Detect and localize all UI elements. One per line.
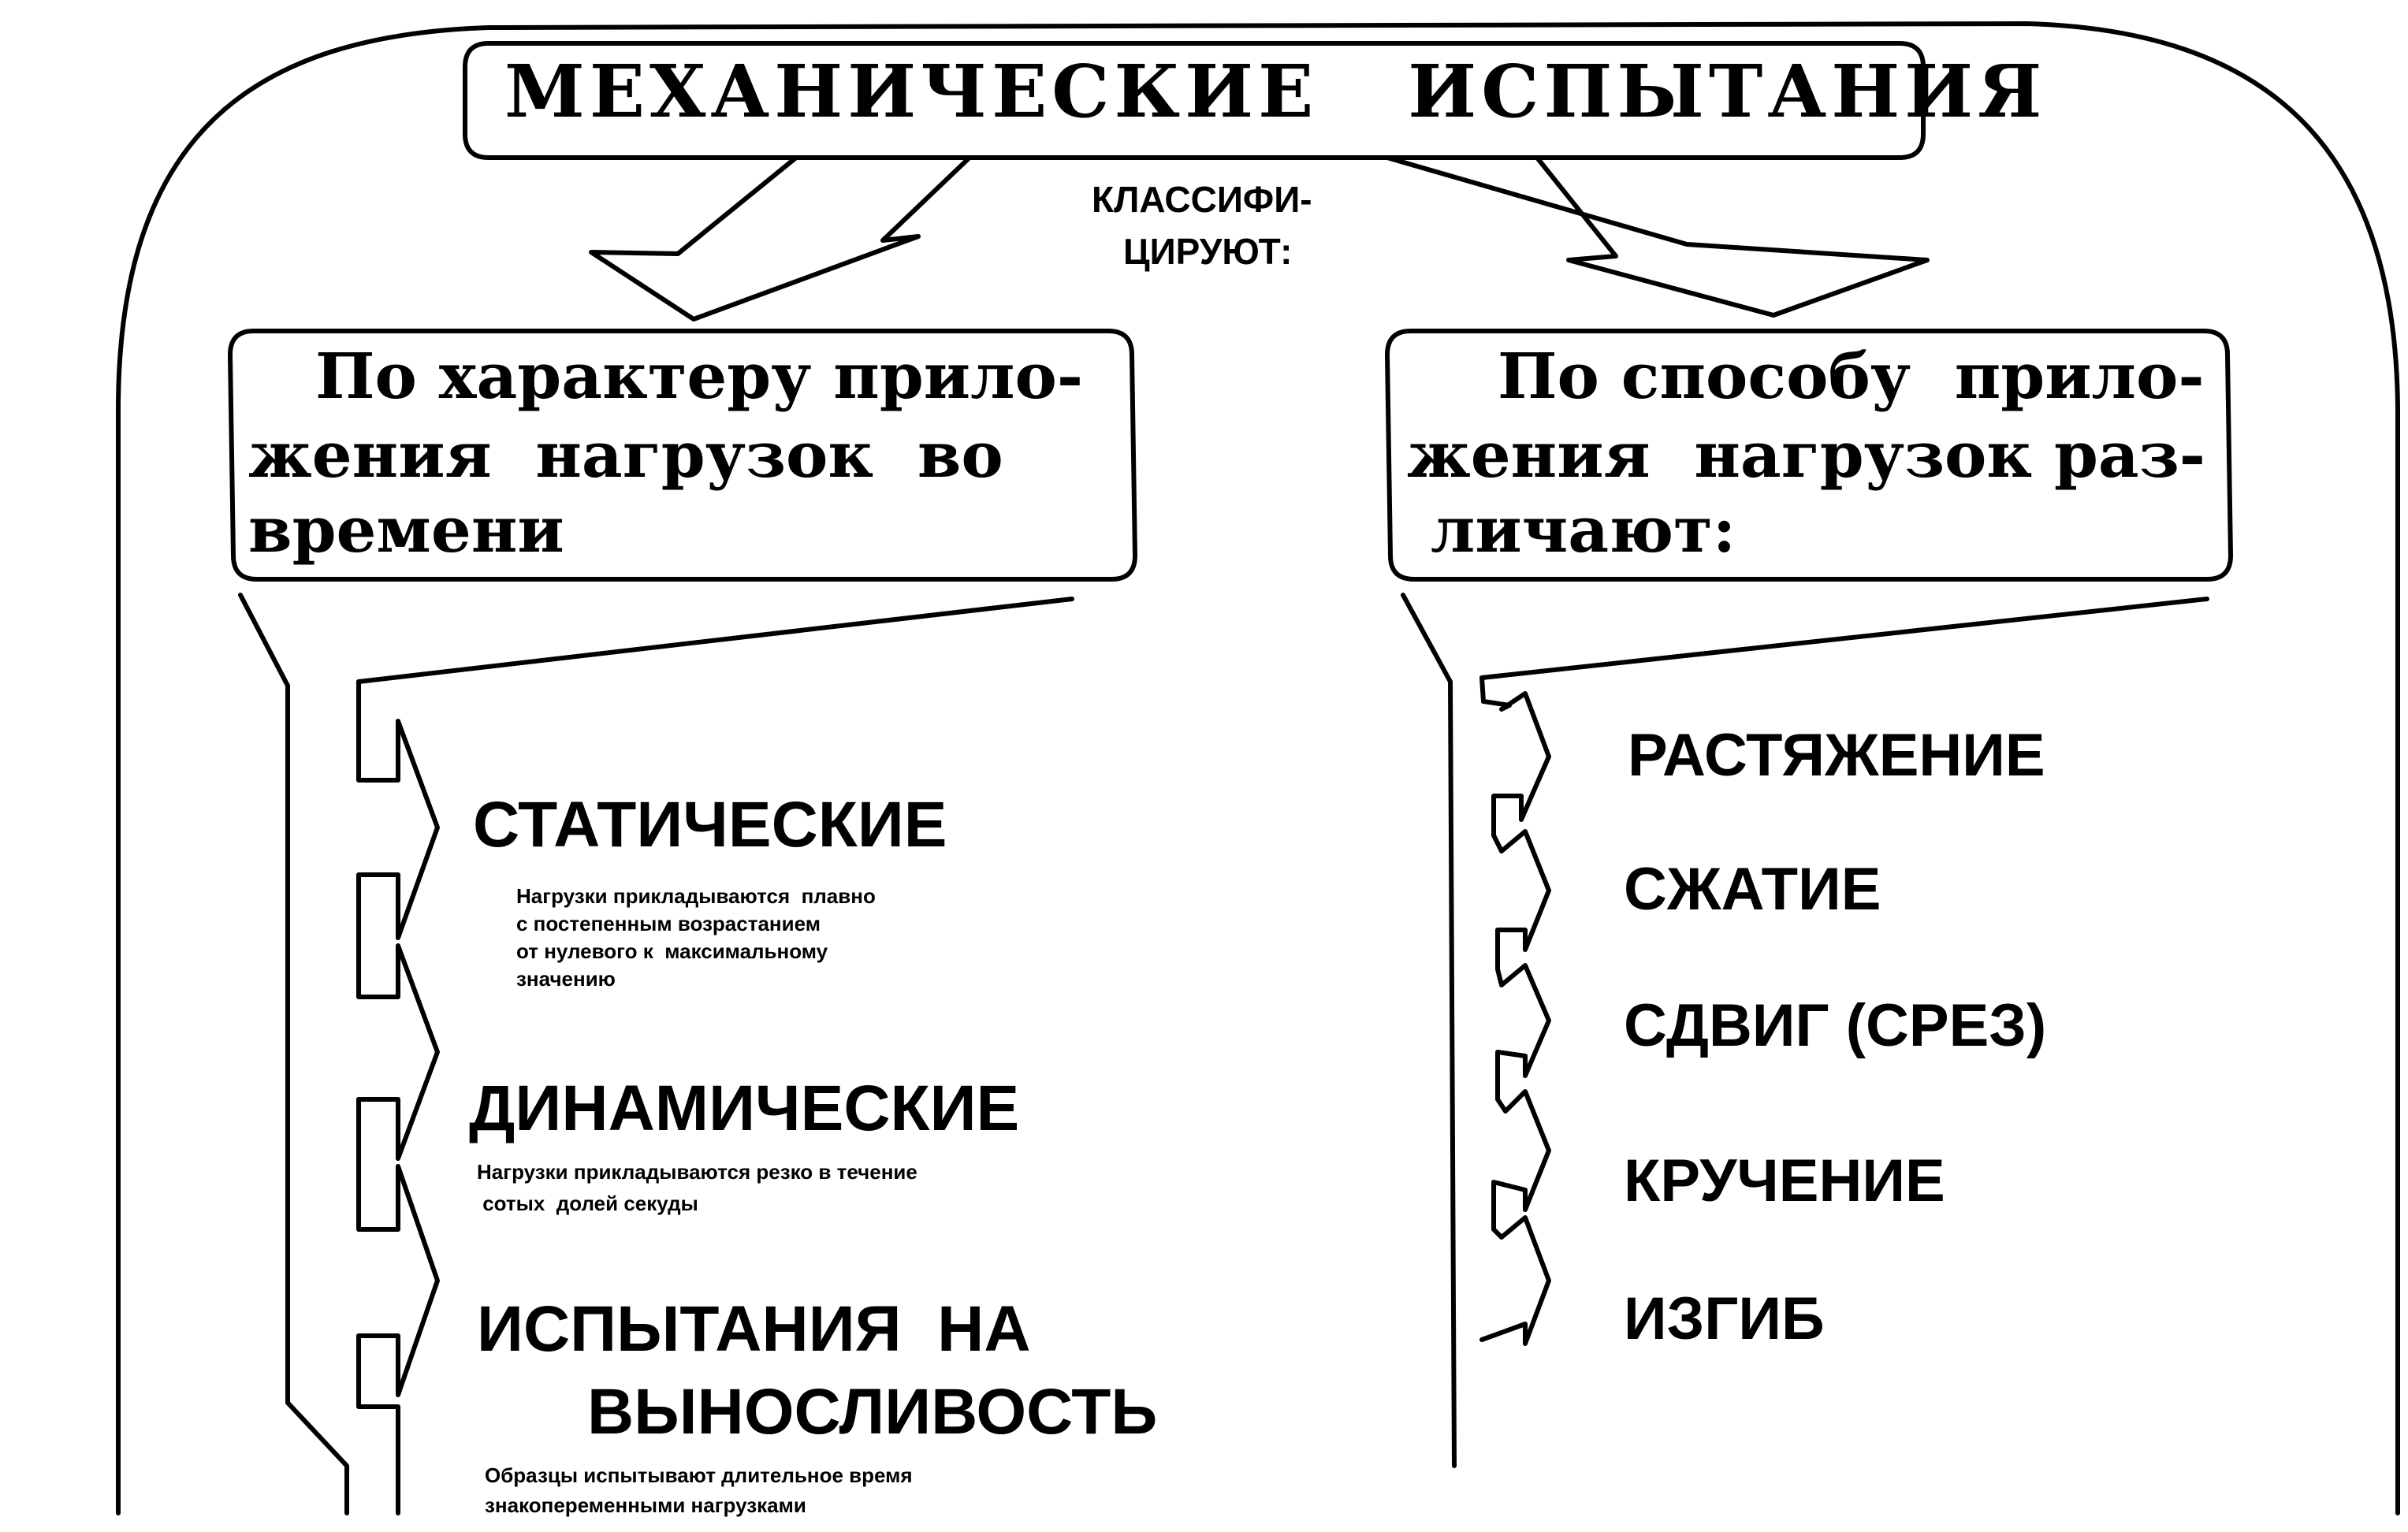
- classify-label-line2: ЦИРУЮТ:: [1123, 231, 1293, 272]
- left-item-dynamic-desc-2: сотых долей секуды: [477, 1192, 698, 1215]
- right-category-line3: личают:: [1431, 493, 1736, 567]
- classify-label-line1: КЛАССИФИ-: [1092, 179, 1312, 220]
- right-item-torsion: КРУЧЕНИЕ: [1624, 1147, 1945, 1214]
- left-category-line1: По характеру прило-: [315, 339, 1084, 413]
- outer-frame: [116, 21, 2400, 1515]
- right-category-line1: По способу прило-: [1498, 339, 2205, 413]
- left-item-fatigue-label: ИСПЫТАНИЯ НА: [477, 1293, 1031, 1365]
- left-comb: [356, 679, 440, 1515]
- title-box: [463, 41, 1926, 160]
- left-item-static-desc-1: Нагрузки прикладываются плавно: [516, 884, 876, 908]
- left-item-fatigue-label-2: ВЫНОСЛИВОСТЬ: [587, 1376, 1158, 1448]
- left-item-static-desc-3: от нулевого к максимальному: [516, 939, 828, 963]
- right-bracket-top: [1479, 597, 2209, 680]
- right-item-tension: РАСТЯЖЕНИЕ: [1628, 722, 2045, 789]
- left-category-box: [228, 329, 1137, 582]
- right-bracket: [1401, 593, 1457, 1468]
- right-item-shear: СДВИГ (СРЕЗ): [1624, 992, 2047, 1059]
- left-category-line2: жения нагрузок во: [248, 418, 1003, 492]
- left-item-static-desc-4: значению: [516, 967, 616, 991]
- left-category-line3: времени: [248, 493, 564, 567]
- right-category-box: [1385, 329, 2233, 582]
- left-item-dynamic-desc-1: Нагрузки прикладываются резко в течение: [477, 1160, 917, 1184]
- right-classify-arrow: [1385, 155, 1930, 318]
- left-item-fatigue-desc-2: знакопеременными нагрузками: [485, 1493, 806, 1517]
- left-bracket: [238, 593, 349, 1515]
- left-item-dynamic-label: ДИНАМИЧЕСКИЕ: [469, 1073, 1020, 1144]
- left-bracket-top: [356, 597, 1074, 684]
- left-item-fatigue-desc-1: Образцы испытывают длительное время: [485, 1463, 913, 1487]
- right-item-bending: ИЗГИБ: [1624, 1285, 1825, 1352]
- right-category-line2: жения нагрузок раз-: [1407, 418, 2206, 492]
- left-item-static-desc-2: с постепенным возрастанием: [516, 912, 821, 935]
- left-item-static-label: СТАТИЧЕСКИЕ: [473, 789, 947, 861]
- right-comb: [1479, 675, 1551, 1346]
- right-item-compression: СЖАТИЕ: [1624, 856, 1881, 923]
- left-classify-arrow: [589, 155, 972, 322]
- page-title: МЕХАНИЧЕСКИЕ ИСПЫТАНИЯ: [504, 49, 2047, 134]
